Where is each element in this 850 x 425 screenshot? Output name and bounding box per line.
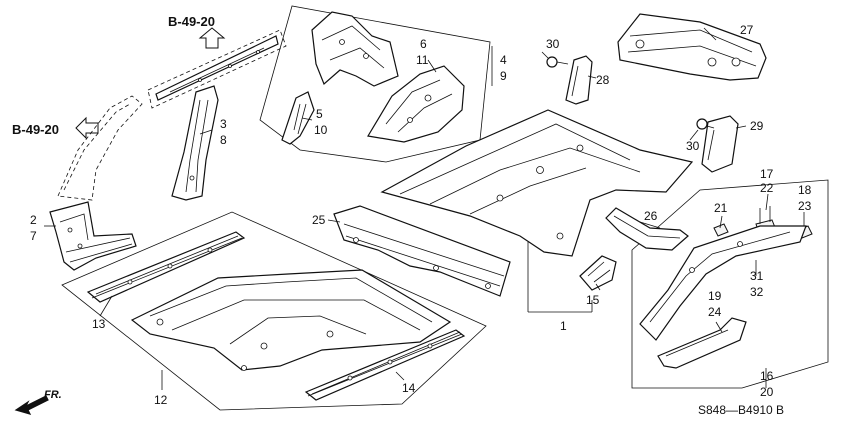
leader-lines (44, 27, 805, 390)
callout-24: 24 (708, 305, 722, 319)
callout-11: 11 (416, 53, 429, 67)
callout-32: 32 (750, 285, 764, 299)
part-27-rear-shelf (617, 13, 767, 81)
front-label: FR. (44, 389, 62, 401)
part-2-7-a-pillar-lower (49, 201, 137, 271)
callout-6: 6 (420, 37, 427, 51)
part-3-8-center-pillar (171, 85, 219, 201)
callout-31: 31 (750, 269, 764, 283)
callout-28: 28 (596, 73, 610, 87)
part-29-stay (701, 115, 739, 173)
callout-29: 29 (750, 119, 764, 133)
part-28-stay (565, 55, 593, 105)
part-31-32-rear-frame (639, 225, 807, 341)
callout-18: 18 (798, 183, 812, 197)
part-13-side-sill (86, 231, 246, 303)
part-5-10-bracket (281, 91, 315, 145)
reference-label-top: B-49-20 (168, 14, 215, 29)
diagram-code: S848—B4910 B (698, 403, 784, 417)
part-21-nut (713, 223, 729, 237)
callout-25: 25 (312, 213, 326, 227)
part-1-rear-floor (380, 109, 694, 257)
callout-13: 13 (92, 317, 106, 331)
callout-1: 1 (560, 319, 567, 333)
callout-17: 17 (760, 167, 774, 181)
callout-9: 9 (500, 69, 507, 83)
callout-15: 15 (586, 293, 600, 307)
callout-7: 7 (30, 229, 37, 243)
callout-23: 23 (798, 199, 812, 213)
roof-rail-assembly (147, 29, 287, 109)
group-box-16-20 (631, 179, 829, 389)
reference-arrow-left: B-49-20 (12, 116, 99, 140)
callout-30-right: 30 (686, 139, 700, 153)
front-pillar-assembly (57, 95, 143, 201)
part-26-bracket (605, 207, 689, 251)
callout-2: 2 (30, 213, 37, 227)
callout-21: 21 (714, 201, 728, 215)
callout-10: 10 (314, 123, 328, 137)
part-6-11-wheelhouse (311, 11, 465, 143)
part-25-crossmember (333, 205, 511, 297)
callout-16: 16 (760, 369, 774, 383)
callout-4: 4 (500, 53, 507, 67)
callout-20: 20 (760, 385, 774, 399)
callout-26: 26 (644, 209, 658, 223)
part-14-side-sill (304, 329, 466, 401)
part-30-bolt-right (696, 118, 715, 130)
reference-label-left: B-49-20 (12, 122, 59, 137)
part-15-bracket (579, 255, 617, 291)
callout-3: 3 (220, 117, 227, 131)
group-box-12 (61, 211, 487, 411)
part-19-24-frame-lower (657, 317, 747, 369)
callout-19: 19 (708, 289, 722, 303)
callout-14: 14 (402, 381, 416, 395)
part-30-bolt-top (546, 56, 569, 68)
callout-27: 27 (740, 23, 754, 37)
callouts: 1 2 3 4 5 6 7 8 9 10 11 12 13 14 15 16 1… (30, 23, 812, 407)
callout-8: 8 (220, 133, 227, 147)
part-12-front-floor (130, 269, 452, 371)
reference-arrow-top: B-49-20 (168, 14, 226, 49)
callout-22: 22 (760, 181, 774, 195)
callout-12: 12 (154, 393, 168, 407)
front-direction-arrow: FR. (14, 389, 62, 415)
callout-30-top: 30 (546, 37, 560, 51)
callout-5: 5 (316, 107, 323, 121)
